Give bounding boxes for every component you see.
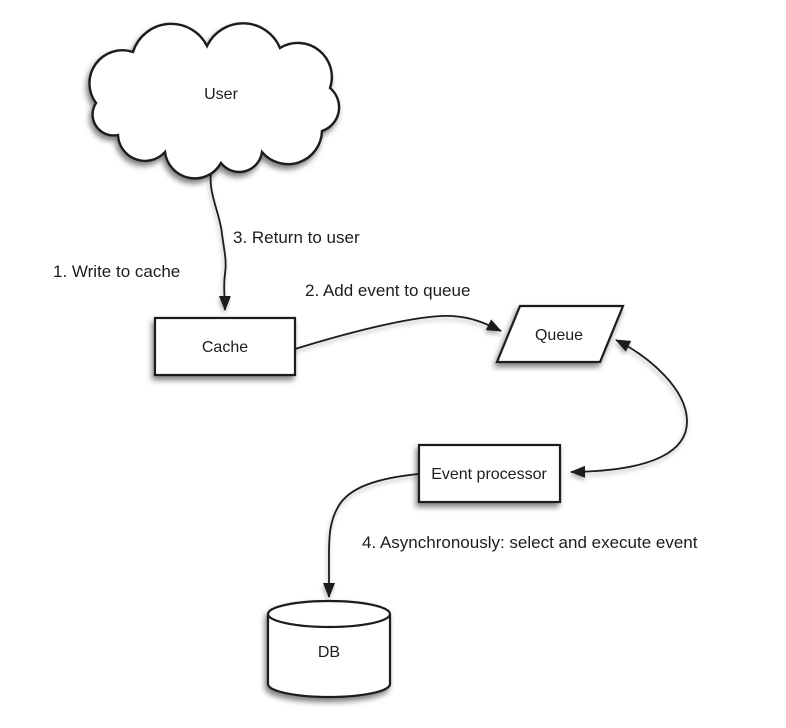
edge-cache-to-queue	[294, 314, 502, 350]
cache-shape	[153, 316, 297, 377]
step-label-2: 2. Add event to queue	[305, 281, 470, 300]
edge-user-to-cache	[209, 165, 231, 311]
step-label-4: 4. Asynchronously: select and execute ev…	[362, 533, 698, 552]
node-user: User	[88, 22, 341, 180]
event-processor-shape	[417, 443, 562, 504]
db-cylinder-body	[266, 614, 392, 699]
user-label: User	[204, 86, 238, 103]
edge-event-processor-to-db	[323, 473, 420, 598]
edge-queue-event-processor	[570, 339, 688, 478]
node-cache: Cache	[153, 316, 297, 377]
node-db: DB	[266, 599, 392, 699]
step-label-1: 1. Write to cache	[53, 262, 180, 281]
queue-label: Queue	[535, 327, 583, 344]
edges-layer	[209, 165, 688, 598]
db-label: DB	[318, 644, 340, 661]
step-labels-layer: 1. Write to cache 2. Add event to queue …	[53, 228, 698, 552]
node-event-processor: Event processor	[417, 443, 562, 504]
cache-label: Cache	[202, 339, 248, 356]
event-processor-label: Event processor	[431, 466, 547, 483]
queue-shape	[495, 304, 625, 364]
db-cylinder-top	[266, 599, 392, 629]
node-queue: Queue	[495, 304, 625, 364]
step-label-3: 3. Return to user	[233, 228, 360, 247]
cloud-shape	[88, 22, 341, 180]
